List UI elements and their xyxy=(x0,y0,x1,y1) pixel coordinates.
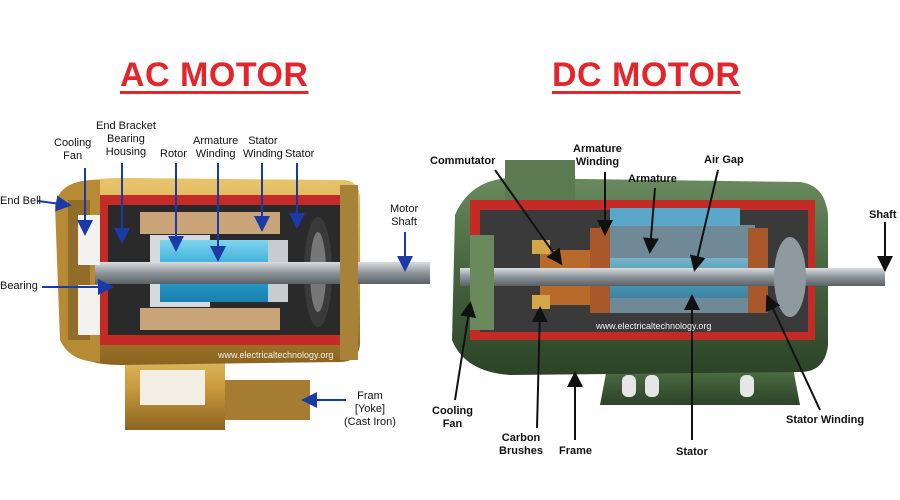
label-bearing: Bearing xyxy=(0,280,38,292)
ac-pointer-arrows xyxy=(37,163,413,408)
label-commutator: Commutator xyxy=(430,155,496,167)
label-carbon-brushes: Carbon Brushes xyxy=(499,432,544,457)
label-dc-frame: Frame xyxy=(559,445,593,457)
arrow-stator-winding-dc xyxy=(765,294,821,411)
label-armature: Armature xyxy=(628,173,677,185)
dc-pointer-arrows xyxy=(454,169,893,440)
label-stator-winding: Stator Winding xyxy=(243,135,283,160)
label-dc-cooling-fan: Cooling Fan xyxy=(432,405,473,430)
arrow-air-gap xyxy=(689,169,719,272)
dc-motor-drawing xyxy=(452,160,885,405)
ac-watermark: www.electricaltechnology.org xyxy=(218,350,334,360)
label-dc-armature-winding: Armature Winding xyxy=(573,143,622,168)
label-cooling-fan: Cooling Fan xyxy=(54,137,92,162)
ac-shaft xyxy=(95,262,430,284)
label-rotor: Rotor xyxy=(160,148,187,160)
label-frame-yoke: Fram [Yoke] (Cast Iron) xyxy=(344,390,396,428)
label-dc-stator-winding: Stator Winding xyxy=(786,414,865,426)
label-shaft: Shaft xyxy=(869,209,897,221)
dc-motor-title: DC MOTOR xyxy=(552,56,741,94)
label-armature-winding: Armature Winding xyxy=(193,135,239,160)
arrow-commutator xyxy=(494,169,563,266)
arrow-carbon-brushes xyxy=(531,306,548,429)
label-motor-shaft: Motor Shaft xyxy=(390,203,419,228)
arrow-end-bell xyxy=(37,195,72,212)
ac-nameplate xyxy=(140,370,205,405)
dc-watermark: www.electricaltechnology.org xyxy=(596,321,712,331)
label-end-bracket: End Bracket Bearing Housing xyxy=(96,120,156,158)
dc-shaft xyxy=(460,268,885,286)
label-dc-stator: Stator xyxy=(676,446,708,458)
arrow-dc-cooling-fan xyxy=(454,301,477,401)
ac-motor-title: AC MOTOR xyxy=(120,56,309,94)
label-air-gap: Air Gap xyxy=(704,154,744,166)
arrow-armature xyxy=(642,187,659,254)
label-stator: Stator xyxy=(285,148,315,160)
label-end-bell: End Bell xyxy=(0,195,41,207)
